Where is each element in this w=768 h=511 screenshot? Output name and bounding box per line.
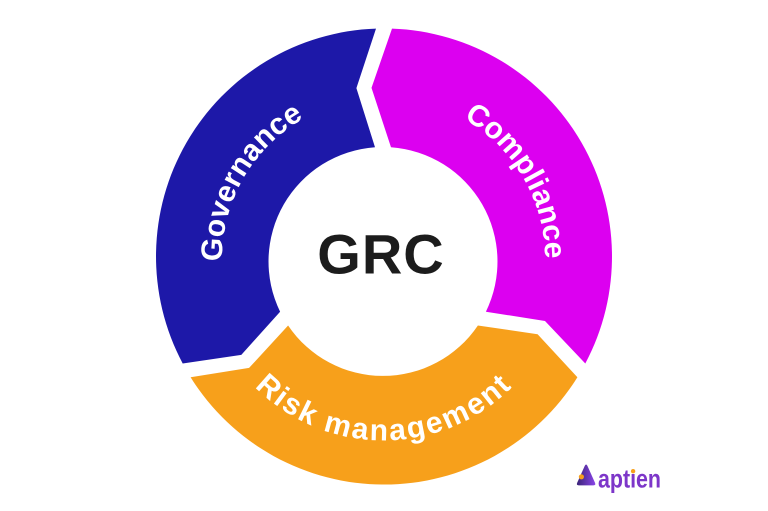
segment-compliance	[371, 28, 612, 364]
segment-governance	[156, 28, 376, 364]
segment-risk-management	[190, 325, 578, 485]
logo-mark-dot-icon	[578, 474, 584, 480]
aptien-logo: aptıen	[576, 464, 661, 494]
aptien-i-dot-icon	[630, 469, 636, 474]
aptien-logo-mark-icon	[576, 464, 596, 486]
center-title: GRC	[317, 223, 444, 286]
aptien-logo-text: aptıen	[598, 464, 661, 494]
